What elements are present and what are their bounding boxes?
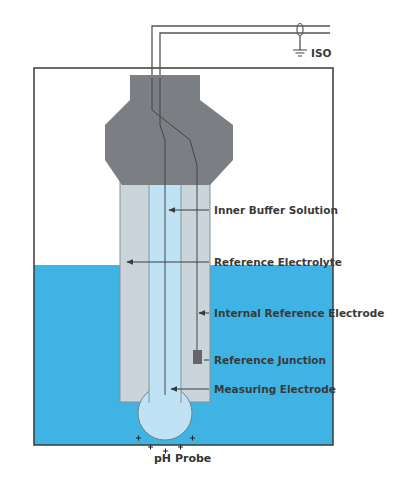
charge-marks [136,436,195,454]
signal-name: ISO [311,46,331,60]
cable-wire [160,33,330,78]
part-label: Reference Electrolyte [214,255,342,269]
part-label: Measuring Electrode [214,382,336,396]
leader-line [169,210,209,211]
figure-caption: pH Probe [154,452,211,466]
probe-head [105,75,233,185]
leader-line [171,389,209,390]
part-label: Internal Reference Electrode [214,306,384,320]
leader-line [204,360,209,361]
cable-wire [152,26,330,78]
reference-wire [152,78,197,350]
reference-junction [193,350,202,364]
inner-tube-join [150,395,180,407]
part-label: Inner Buffer Solution [214,203,338,217]
leader-line [199,313,209,314]
inner-wire [160,78,165,395]
ground-symbol [293,36,307,56]
leader-line [127,262,209,263]
cable-shield [297,24,303,36]
part-label: Reference Junction [214,353,326,367]
